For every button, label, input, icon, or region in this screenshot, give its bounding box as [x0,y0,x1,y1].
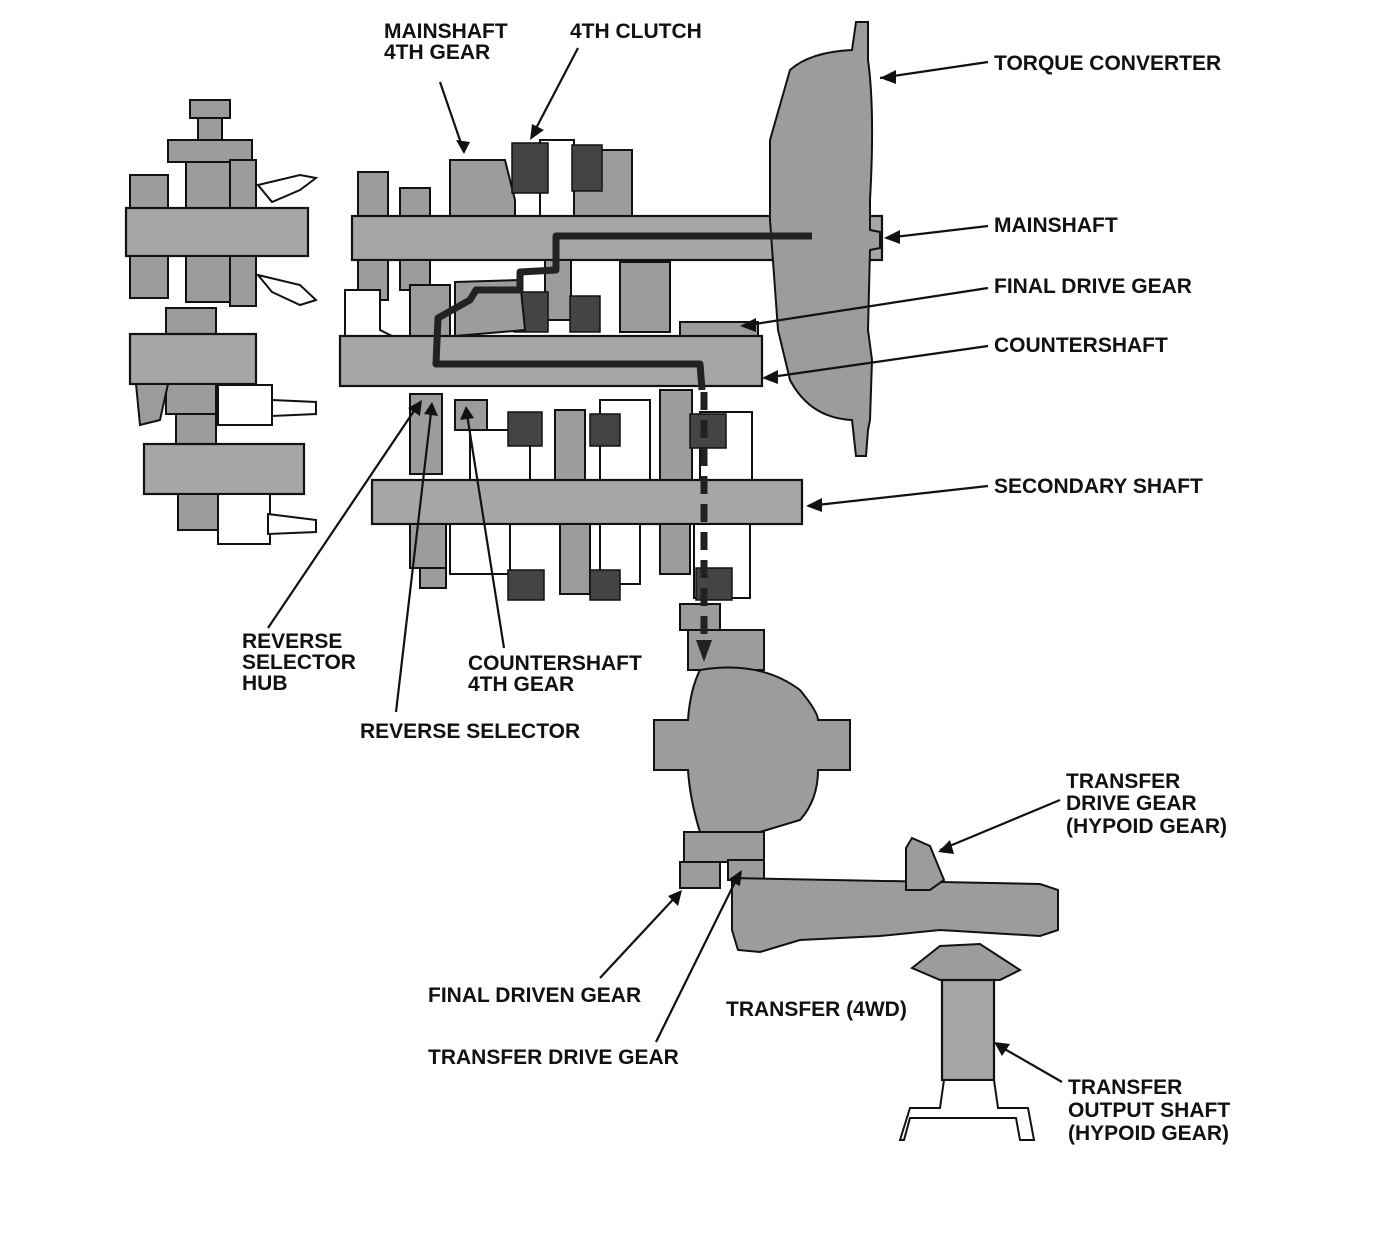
label-transfer-drive-gear-hypoid-line2: DRIVE GEAR [1066,792,1197,815]
transfer-drive-gear-hypoid [905,836,946,891]
secondary-shaft [370,478,804,526]
main-gear-case [338,21,884,601]
label-transfer-drive-gear-hypoid-line1: TRANSFER [1066,770,1180,793]
label-transfer-4wd: TRANSFER (4WD) [726,998,907,1021]
label-4th-clutch: 4TH CLUTCH [570,20,702,43]
label-reverse-selector-hub-line1: REVERSE [242,630,342,653]
label-final-driven-gear: FINAL DRIVEN GEAR [428,984,641,1007]
left-shaft-end-view [124,99,319,545]
label-transfer-output-shaft-line1: TRANSFER [1068,1076,1182,1099]
label-countershaft-4th-gear-line1: COUNTERSHAFT [468,652,642,675]
differential-assembly [653,603,851,889]
label-transfer-drive-gear: TRANSFER DRIVE GEAR [428,1046,679,1069]
final-driven-gear [679,861,721,889]
label-mainshaft-4th-gear-line1: MAINSHAFT [384,20,508,43]
label-countershaft-4th-gear-line2: 4TH GEAR [468,673,574,696]
fourth-clutch-pack [511,142,603,333]
label-reverse-selector-hub-line2: SELECTOR [242,651,356,674]
label-transfer-output-shaft: TRANSFER OUTPUT SHAFT (HYPOID GEAR) [1068,1076,1236,1145]
transfer-4wd-assembly [731,836,1059,1141]
label-reverse-selector-hub: REVERSE SELECTOR HUB [242,630,362,695]
power-flow-path [432,232,812,662]
label-secondary-shaft: SECONDARY SHAFT [994,475,1203,498]
label-mainshaft: MAINSHAFT [994,214,1118,237]
transfer-output-shaft [940,978,996,1082]
torque-converter [769,21,881,457]
label-transfer-drive-gear-hypoid: TRANSFER DRIVE GEAR (HYPOID GEAR) [1066,770,1227,838]
label-transfer-output-shaft-line2: OUTPUT SHAFT [1068,1099,1230,1122]
label-reverse-selector: REVERSE SELECTOR [360,720,580,743]
label-mainshaft-4th-gear: MAINSHAFT 4TH GEAR [384,20,514,64]
label-torque-converter: TORQUE CONVERTER [994,52,1221,75]
label-countershaft: COUNTERSHAFT [994,334,1168,357]
label-final-drive-gear: FINAL DRIVE GEAR [994,275,1192,298]
label-transfer-drive-gear-hypoid-line3: (HYPOID GEAR) [1066,815,1227,838]
label-reverse-selector-hub-line3: HUB [242,672,288,695]
label-mainshaft-4th-gear-line2: 4TH GEAR [384,41,490,64]
label-transfer-output-shaft-line3: (HYPOID GEAR) [1068,1122,1229,1145]
leader-lines [267,47,1063,1083]
label-countershaft-4th-gear: COUNTERSHAFT 4TH GEAR [468,652,648,696]
